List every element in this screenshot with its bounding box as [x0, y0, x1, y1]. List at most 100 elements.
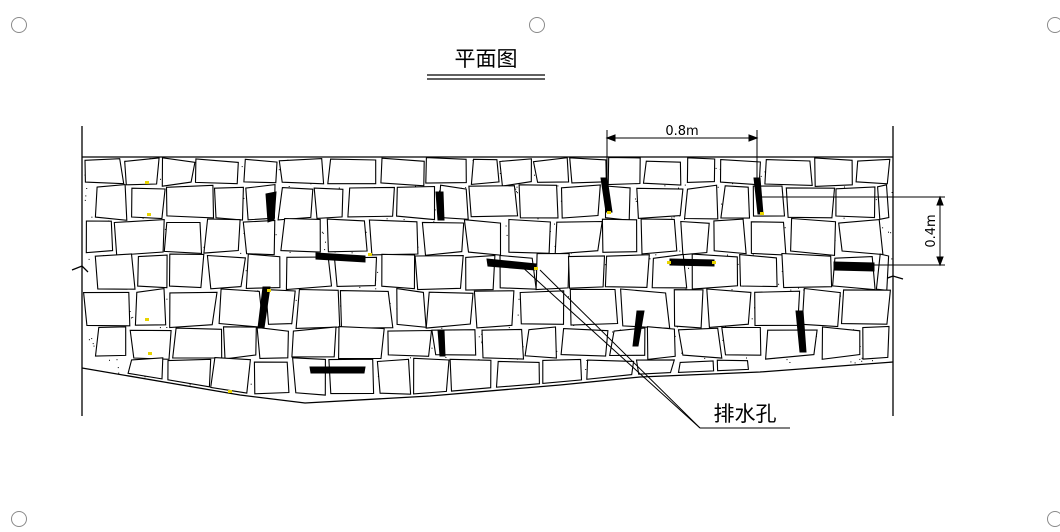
mortar-dot	[445, 357, 447, 358]
stone	[855, 158, 891, 185]
stone	[790, 217, 837, 257]
stone	[677, 360, 715, 373]
callout-label: 排水孔	[714, 402, 777, 426]
stone	[524, 326, 557, 359]
mortar-dot	[604, 264, 606, 266]
stone	[821, 326, 861, 360]
mortar-dot	[441, 327, 443, 329]
stone	[567, 255, 606, 289]
stone	[414, 255, 464, 291]
stone	[313, 187, 344, 219]
stone	[194, 158, 239, 185]
mortar-dot	[517, 314, 519, 316]
stone	[764, 159, 813, 186]
stone	[285, 256, 333, 291]
mortar-dot	[243, 197, 245, 199]
stone	[326, 218, 368, 253]
mortar-dot	[684, 184, 686, 186]
mortar-dot	[861, 357, 863, 359]
stone	[113, 219, 165, 256]
stone	[242, 219, 276, 256]
mortar-dot	[673, 216, 675, 218]
mortar-dot	[722, 339, 724, 341]
stone	[569, 288, 619, 326]
resize-handle-top-right[interactable]	[1047, 17, 1060, 33]
stone	[607, 156, 641, 186]
stone	[508, 218, 551, 254]
stone	[785, 187, 836, 219]
stone	[542, 358, 583, 385]
mortar-dot	[166, 298, 168, 300]
mortar-dot	[890, 232, 892, 234]
stone	[640, 218, 678, 255]
mortar-dot	[568, 296, 569, 298]
stone	[421, 221, 465, 256]
stone	[163, 221, 203, 254]
stone	[835, 186, 876, 219]
mortar-dot	[684, 218, 685, 220]
mortar-dot	[655, 254, 657, 256]
mortar-dot	[891, 192, 893, 193]
stone	[396, 185, 436, 221]
mortar-dot	[844, 186, 845, 188]
stone	[218, 288, 264, 329]
mortar-dot	[732, 183, 734, 185]
stone	[532, 157, 570, 183]
mortar-dot	[671, 217, 673, 219]
stone	[222, 326, 257, 360]
mortar-dot	[721, 203, 723, 205]
stone	[243, 158, 278, 184]
mortar-dot	[790, 289, 792, 291]
resize-handle-top-left[interactable]	[11, 17, 27, 33]
mortar-dot	[164, 228, 166, 230]
stone	[376, 358, 412, 395]
resize-handle-bottom-left[interactable]	[11, 511, 27, 527]
resize-handle-top-center[interactable]	[529, 17, 545, 33]
stone	[739, 253, 778, 288]
mortar-dot	[295, 299, 297, 301]
stone	[535, 253, 570, 291]
stone	[210, 357, 252, 394]
mortar-dot	[189, 384, 191, 386]
mortar-dot	[679, 250, 681, 252]
dimension-width	[605, 130, 759, 180]
mortar-dot	[704, 357, 706, 359]
mortar-dot	[843, 217, 845, 219]
resize-handle-bottom-right[interactable]	[1047, 511, 1060, 527]
mortar-dot	[117, 367, 119, 369]
stone	[754, 290, 801, 327]
mortar-dot	[752, 254, 754, 256]
mortar-dot	[612, 331, 614, 333]
drainage-hole	[632, 310, 645, 347]
stone	[291, 357, 326, 396]
stone	[381, 253, 416, 290]
stone	[499, 158, 532, 187]
stone	[256, 326, 289, 359]
mortar-dot	[439, 190, 440, 192]
mortar-dot	[854, 362, 856, 364]
stone	[840, 289, 892, 325]
stone	[862, 325, 890, 360]
mortar-dot	[760, 175, 762, 177]
mortar-dot	[88, 258, 90, 260]
mortar-dot	[557, 185, 559, 187]
mortar-dot	[88, 339, 90, 341]
mortar-dot	[585, 369, 587, 370]
drainage-holes	[257, 177, 875, 374]
drainage-hole	[600, 177, 613, 213]
stone	[646, 326, 676, 361]
mortar-dot	[751, 318, 753, 320]
mortar-dot	[275, 234, 277, 236]
mortar-dot	[882, 227, 884, 229]
mortar-dot	[554, 223, 555, 225]
mortar-dot	[85, 195, 87, 197]
stone	[161, 157, 196, 187]
mortar-dot	[556, 350, 558, 352]
stone	[85, 220, 114, 254]
stone	[495, 360, 540, 388]
stone	[721, 326, 762, 356]
mortar-dot	[166, 327, 168, 328]
stone	[677, 327, 723, 359]
stone	[814, 157, 853, 187]
